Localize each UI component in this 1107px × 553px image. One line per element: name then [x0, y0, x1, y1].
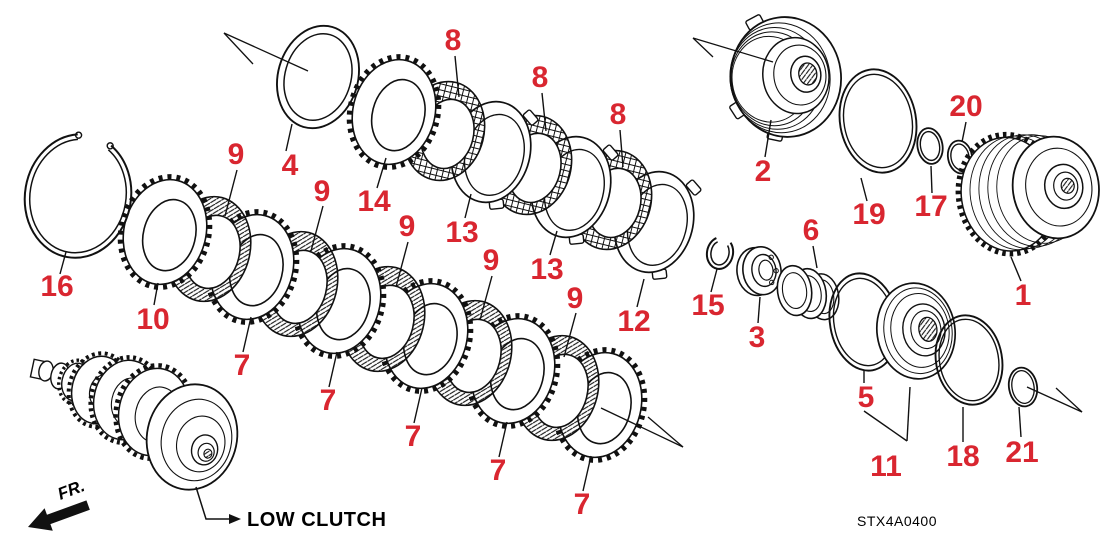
o-ring-18 — [934, 314, 1004, 406]
callout-12: 12 — [617, 305, 651, 338]
callout-3: 3 — [748, 321, 766, 354]
axis-arrow-top-right — [692, 37, 774, 63]
callout-10: 10 — [136, 303, 170, 336]
spring-washer-set-6 — [776, 264, 840, 321]
clutch-piston-2 — [729, 14, 843, 142]
callout-21: 21 — [1005, 436, 1039, 469]
ring-4 — [276, 24, 360, 130]
snap-ring-16 — [23, 131, 133, 259]
callout-14: 14 — [357, 185, 391, 218]
callout-20: 20 — [949, 90, 983, 123]
callout-6: 6 — [802, 214, 820, 247]
leader-lines — [59, 55, 1022, 492]
callout-9: 9 — [227, 138, 245, 171]
callout-19: 19 — [852, 198, 886, 231]
snap-ring-15 — [705, 236, 735, 270]
callout-11: 11 — [870, 450, 902, 483]
axis-arrow-top-left — [223, 32, 309, 72]
clutch-drum-1 — [955, 131, 1100, 257]
callout-9: 9 — [313, 175, 331, 208]
callout-13: 13 — [445, 216, 479, 249]
callout-16: 16 — [40, 270, 74, 303]
callout-2: 2 — [754, 155, 772, 188]
callout-15: 15 — [691, 289, 725, 322]
arrowhead-right — [229, 514, 241, 524]
bearing-3 — [736, 246, 782, 297]
o-ring-21 — [1007, 366, 1039, 408]
callout-9: 9 — [566, 282, 584, 315]
callout-8: 8 — [531, 61, 549, 94]
callout-7: 7 — [233, 349, 251, 382]
callout-9: 9 — [482, 244, 500, 277]
axis-arrow-middle — [600, 407, 684, 448]
callout-7: 7 — [319, 384, 337, 417]
callout-1: 1 — [1014, 279, 1032, 312]
callout-5: 5 — [857, 381, 875, 414]
callout-9: 9 — [398, 210, 416, 243]
callout-18: 18 — [946, 440, 980, 473]
o-ring-17 — [916, 127, 944, 165]
callout-13: 13 — [530, 253, 564, 286]
diagram-code: STX4A0400 — [857, 513, 937, 529]
callout-7: 7 — [404, 420, 422, 453]
fr-arrow — [28, 500, 90, 531]
callout-8: 8 — [444, 24, 462, 57]
assembly-label: LOW CLUTCH — [247, 509, 387, 531]
mainshaft-assembly — [29, 351, 239, 491]
callout-7: 7 — [489, 454, 507, 487]
callout-7: 7 — [573, 488, 591, 521]
callout-8: 8 — [609, 98, 627, 131]
callout-4: 4 — [281, 149, 299, 182]
o-ring-19 — [838, 68, 918, 174]
axis-arrows — [223, 32, 1083, 448]
axis-arrow-bottom-right — [1026, 386, 1083, 413]
low-clutch-leader — [195, 486, 241, 524]
callout-17: 17 — [914, 190, 948, 223]
